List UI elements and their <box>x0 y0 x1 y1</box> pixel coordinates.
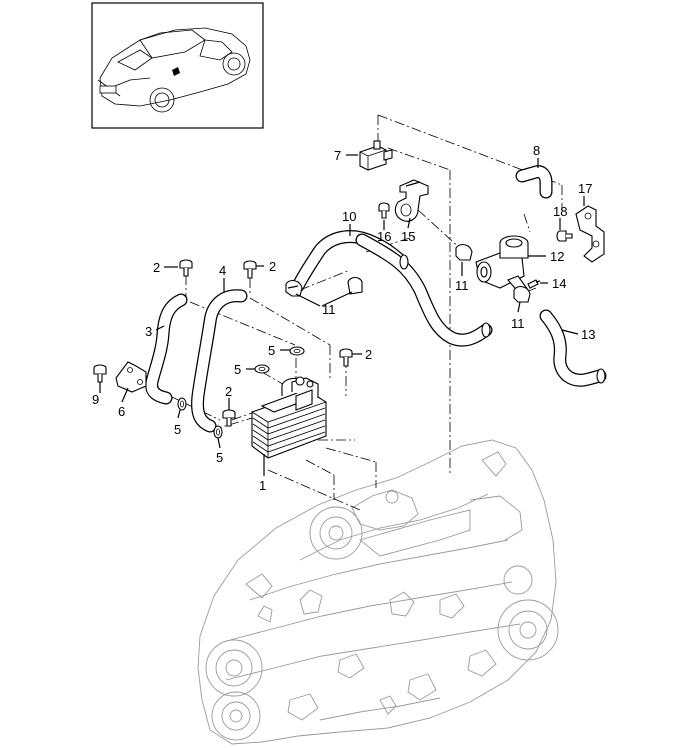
callout-5: 5 <box>174 422 181 437</box>
callout-1: 1 <box>259 478 266 493</box>
bracket-6 <box>115 361 147 393</box>
callout-2: 2 <box>365 347 372 362</box>
callout-10: 10 <box>342 209 356 224</box>
callout-leaders <box>99 154 585 476</box>
bolt-2a <box>179 259 193 277</box>
callout-9: 9 <box>92 392 99 407</box>
callout-14: 14 <box>552 276 566 291</box>
assembly-leader-lines <box>131 114 563 511</box>
callout-15: 15 <box>401 229 415 244</box>
callout-2: 2 <box>153 260 160 275</box>
callout-7: 7 <box>334 148 341 163</box>
bolt-9 <box>93 364 107 383</box>
callout-16: 16 <box>377 229 391 244</box>
bracket-15 <box>394 179 429 222</box>
callout-18: 18 <box>553 204 567 219</box>
callout-3: 3 <box>145 324 152 339</box>
bracket-17 <box>575 205 605 263</box>
hose-3 <box>145 293 188 405</box>
bolt-18 <box>556 230 573 242</box>
callout-6: 6 <box>118 404 125 419</box>
bolt-2b <box>243 260 257 279</box>
callout-17: 17 <box>578 181 592 196</box>
callout-11: 11 <box>455 278 469 293</box>
callout-4: 4 <box>219 263 226 278</box>
callout-5: 5 <box>234 362 241 377</box>
callout-2: 2 <box>225 384 232 399</box>
valve-12 <box>475 235 529 295</box>
hose-13 <box>539 309 607 387</box>
callout-8: 8 <box>533 143 540 158</box>
callout-5: 5 <box>216 450 223 465</box>
hose-4 <box>191 289 248 433</box>
callout-13: 13 <box>581 327 595 342</box>
transmission-housing <box>197 439 559 745</box>
callout-numbers: 1 2 2 2 2 3 4 5 5 5 5 6 7 8 9 10 11 11 1… <box>92 143 595 493</box>
hose-8 <box>515 165 553 199</box>
callout-11: 11 <box>511 316 525 331</box>
bolt-2c <box>339 348 353 367</box>
sensor-7 <box>359 140 393 171</box>
callout-2: 2 <box>269 259 276 274</box>
callout-5: 5 <box>268 343 275 358</box>
bolt-16 <box>378 202 390 219</box>
seal-rings-5 <box>177 346 305 439</box>
hose-10 <box>291 230 493 347</box>
callout-11: 11 <box>322 302 336 317</box>
callout-12: 12 <box>550 249 564 264</box>
screw-14 <box>527 279 541 289</box>
car-illustration <box>97 27 251 113</box>
oil-cooler <box>251 376 327 459</box>
clamps-11 <box>285 243 531 303</box>
vehicle-thumbnail <box>91 2 264 129</box>
